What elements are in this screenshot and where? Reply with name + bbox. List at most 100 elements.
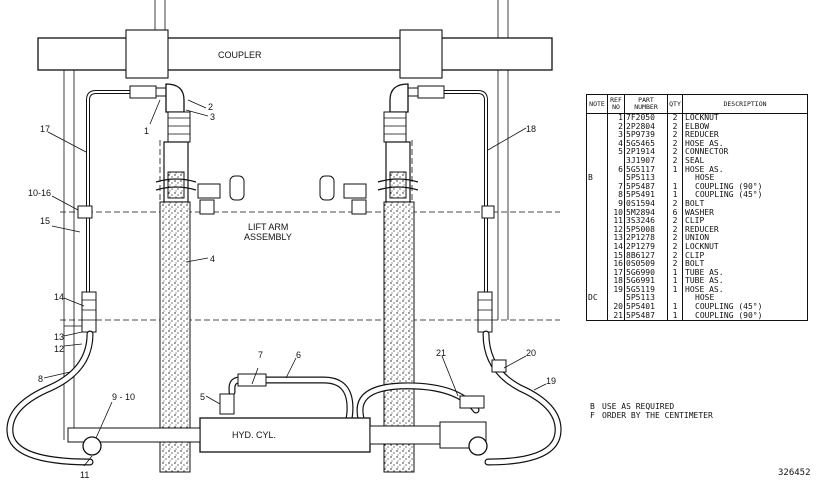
row-qty: 1 (667, 165, 683, 175)
row-qty: 1 (667, 311, 683, 321)
row-description: COUPLING (90°) (695, 310, 763, 320)
callout-8: 8 (38, 374, 43, 384)
row-part-number: 5P9739 (624, 131, 668, 140)
row-ref-no: 10 (607, 208, 625, 218)
row-qty: 2 (667, 156, 683, 166)
row-description: BOLT (685, 259, 705, 269)
row-ref-no: 16 (607, 259, 625, 269)
row-qty: 1 (667, 302, 683, 312)
hydraulic-cylinder: HYD. CYL. (67, 417, 488, 456)
row-part-number: 2P1914 (624, 148, 668, 157)
right-top-fittings (383, 83, 445, 143)
row-ref-no: 21 (607, 311, 625, 321)
lift-arm-label-line1: LIFT ARM (248, 222, 288, 232)
left-top-fittings (129, 83, 191, 143)
tube-18 (440, 90, 488, 300)
row-description: CONNECTOR (685, 147, 729, 157)
header-description: DESCRIPTION (682, 94, 808, 114)
hose-8 (6, 330, 94, 466)
leader-lines (43, 99, 547, 467)
row-ref-no: 17 (607, 268, 625, 278)
lift-arm-outline: LIFT ARM ASSEMBLY (60, 140, 560, 460)
row-ref-no: 18 (607, 277, 625, 286)
callout-21: 21 (436, 348, 446, 358)
row-note (586, 199, 608, 209)
row-note (586, 260, 608, 269)
row-note: B (586, 174, 608, 183)
row-part-number: 5P5491 (624, 191, 668, 200)
row-part-number: 5P5401 (624, 302, 668, 312)
row-qty: 2 (667, 225, 683, 235)
row-part-number: 5P5008 (624, 225, 668, 235)
hose-4-right (377, 141, 419, 473)
callout-11: 11 (80, 470, 89, 480)
footnote-text: USE AS REQUIRED (602, 402, 675, 411)
callout-numbers: 1 2 3 4 5 6 7 8 9 - 10 11 12 13 14 15 10… (28, 102, 556, 480)
row-qty: 2 (667, 113, 683, 123)
callout-9-10: 9 - 10 (112, 392, 135, 402)
row-qty: 2 (667, 234, 683, 243)
row-ref-no: 12 (607, 225, 625, 235)
row-note (586, 303, 608, 312)
row-ref-no: 6 (607, 165, 625, 175)
hydraulic-lines-diagram: COUPLER LIFT ARM ASSEMBLY (6, 0, 562, 480)
row-qty: 2 (667, 199, 683, 209)
row-ref-no: 14 (607, 242, 625, 252)
row-description: TUBE AS. (685, 267, 724, 277)
row-description: COUPLING (45°) (695, 190, 763, 200)
row-note (586, 217, 608, 226)
row-ref-no: 11 (607, 217, 625, 226)
coupler-beam: COUPLER (37, 29, 553, 79)
row-description: CLIP (685, 250, 705, 260)
row-description: UNION (685, 233, 710, 243)
row-part-number: 5G5117 (624, 165, 668, 175)
row-description: REDUCER (685, 224, 719, 234)
row-description: BOLT (685, 198, 705, 208)
row-part-number: 5M2894 (624, 208, 668, 218)
callout-20: 20 (526, 348, 536, 358)
row-note (586, 225, 608, 235)
row-ref-no: 9 (607, 199, 625, 209)
row-description: REDUCER (685, 130, 719, 140)
row-part-number: 0S1594 (624, 199, 668, 209)
row-note (586, 182, 608, 192)
callout-12: 12 (54, 344, 64, 354)
row-description: ELBOW (685, 121, 710, 131)
row-note (586, 156, 608, 166)
row-note (586, 131, 608, 140)
row-qty: 2 (667, 251, 683, 261)
row-qty (667, 294, 683, 304)
callout-3: 3 (210, 112, 215, 122)
row-note (586, 242, 608, 252)
row-note (586, 191, 608, 200)
row-note (586, 148, 608, 157)
row-description: WASHER (685, 207, 714, 217)
row-ref-no: 1 (607, 113, 625, 123)
row-description: TUBE AS. (685, 276, 724, 286)
row-ref-no (607, 156, 625, 166)
callout-13: 13 (54, 332, 64, 342)
footnote-key: B (590, 402, 595, 411)
lift-arm-label-line2: ASSEMBLY (244, 232, 292, 242)
row-qty: 6 (667, 208, 683, 218)
row-qty: 2 (667, 122, 683, 132)
row-description: SEAL (685, 155, 705, 165)
row-part-number: 5G5465 (624, 139, 668, 149)
row-ref-no: 4 (607, 139, 625, 149)
row-description: HOSE AS. (685, 284, 724, 294)
